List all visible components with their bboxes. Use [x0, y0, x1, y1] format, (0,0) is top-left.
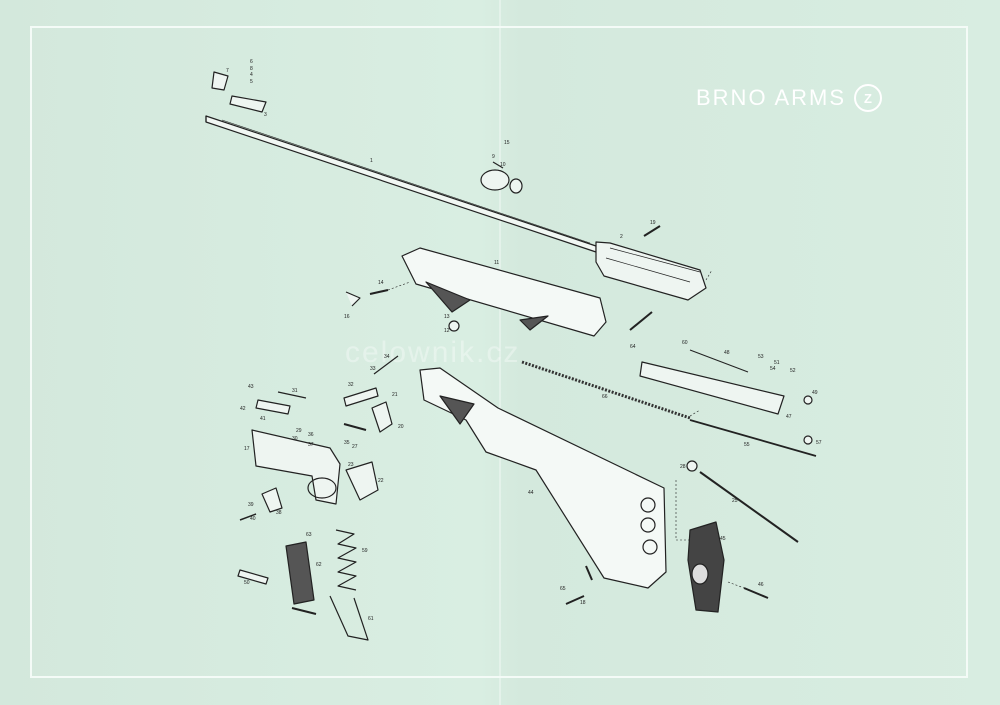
part-label-62: 62 [316, 562, 322, 568]
part-label-5: 5 [250, 79, 253, 85]
part-label-40: 40 [250, 516, 256, 522]
part-label-42: 42 [240, 406, 246, 412]
part-label-28: 28 [680, 464, 686, 470]
part-label-16: 16 [344, 314, 350, 320]
part-label-2: 2 [620, 234, 623, 240]
part-label-7: 7 [226, 68, 229, 74]
part-label-64: 64 [630, 344, 636, 350]
part-label-48: 48 [724, 350, 730, 356]
part-label-54: 54 [770, 366, 776, 372]
part-label-10: 10 [500, 162, 506, 168]
part-label-57: 57 [816, 440, 822, 446]
part-label-66: 66 [602, 394, 608, 400]
part-label-55: 55 [744, 442, 750, 448]
part-label-3: 3 [264, 112, 267, 118]
part-label-25: 25 [732, 498, 738, 504]
part-label-36: 36 [308, 432, 314, 438]
part-label-43: 43 [248, 384, 254, 390]
part-label-9: 9 [492, 154, 495, 160]
barrel-part [205, 115, 597, 253]
part-label-34: 34 [384, 354, 390, 360]
page-frame [30, 26, 968, 678]
part-label-32: 32 [348, 382, 354, 388]
magazine-part [285, 541, 315, 605]
part-label-12: 12 [444, 328, 450, 334]
part-label-8: 8 [250, 66, 253, 72]
part-label-45: 45 [720, 536, 726, 542]
part-label-31: 31 [292, 388, 298, 394]
part-label-15: 15 [504, 140, 510, 146]
part-label-4: 4 [250, 72, 253, 78]
part-label-52: 52 [790, 368, 796, 374]
brand-logo-letter: Z [864, 90, 872, 106]
part-label-21: 21 [392, 392, 398, 398]
part-label-65: 65 [560, 586, 566, 592]
part-label-17: 17 [244, 446, 250, 452]
part-label-22: 22 [378, 478, 384, 484]
magazine-parts [237, 569, 369, 641]
part-label-20: 20 [398, 424, 404, 430]
part-label-27: 27 [352, 444, 358, 450]
stock-part [419, 367, 667, 589]
part-label-38: 38 [276, 510, 282, 516]
brand-header: BRNO ARMS Z [696, 84, 883, 112]
part-label-61: 61 [368, 616, 374, 622]
brand-name: BRNO ARMS [696, 85, 847, 110]
brand-logo-icon: Z [854, 84, 883, 112]
part-label-51: 51 [774, 360, 780, 366]
part-label-18: 18 [580, 600, 586, 606]
part-label-53: 53 [758, 354, 764, 360]
guide-rod-part [689, 419, 817, 457]
part-label-37: 37 [308, 442, 314, 448]
page-fold [499, 0, 501, 705]
bolt-part [639, 349, 785, 415]
part-label-44: 44 [528, 490, 534, 496]
rear-sight-part [480, 161, 523, 194]
part-label-6: 6 [250, 59, 253, 65]
part-label-33: 33 [370, 366, 376, 372]
leader-lines [387, 269, 745, 589]
part-label-46: 46 [758, 582, 764, 588]
trigger-group-part [251, 429, 379, 505]
part-label-41: 41 [260, 416, 266, 422]
receiver-part [595, 241, 707, 301]
watermark: celownik.cz [345, 336, 521, 369]
recoil-spring-part [521, 360, 691, 420]
forend-part [401, 247, 607, 337]
part-label-59: 59 [362, 548, 368, 554]
small-parts-cluster [239, 355, 399, 521]
part-label-49: 49 [812, 390, 818, 396]
stock-bolt-part [699, 471, 799, 543]
part-label-13: 13 [444, 314, 450, 320]
part-label-11: 11 [494, 260, 499, 266]
part-label-50: 50 [244, 580, 250, 586]
screws-parts [345, 225, 813, 605]
part-label-47: 47 [786, 414, 792, 420]
part-label-35: 35 [344, 440, 350, 446]
part-label-60: 60 [682, 340, 688, 346]
part-label-14: 14 [378, 280, 384, 286]
part-label-1: 1 [370, 158, 373, 164]
part-label-19: 19 [650, 220, 656, 226]
part-label-63: 63 [306, 532, 312, 538]
butt-plate-part [687, 521, 725, 613]
front-sight-part [211, 71, 267, 113]
part-label-30: 30 [292, 436, 298, 442]
part-label-29: 29 [296, 428, 302, 434]
part-label-39: 39 [248, 502, 254, 508]
magazine-spring-part [335, 529, 357, 591]
part-label-23: 23 [348, 462, 354, 468]
